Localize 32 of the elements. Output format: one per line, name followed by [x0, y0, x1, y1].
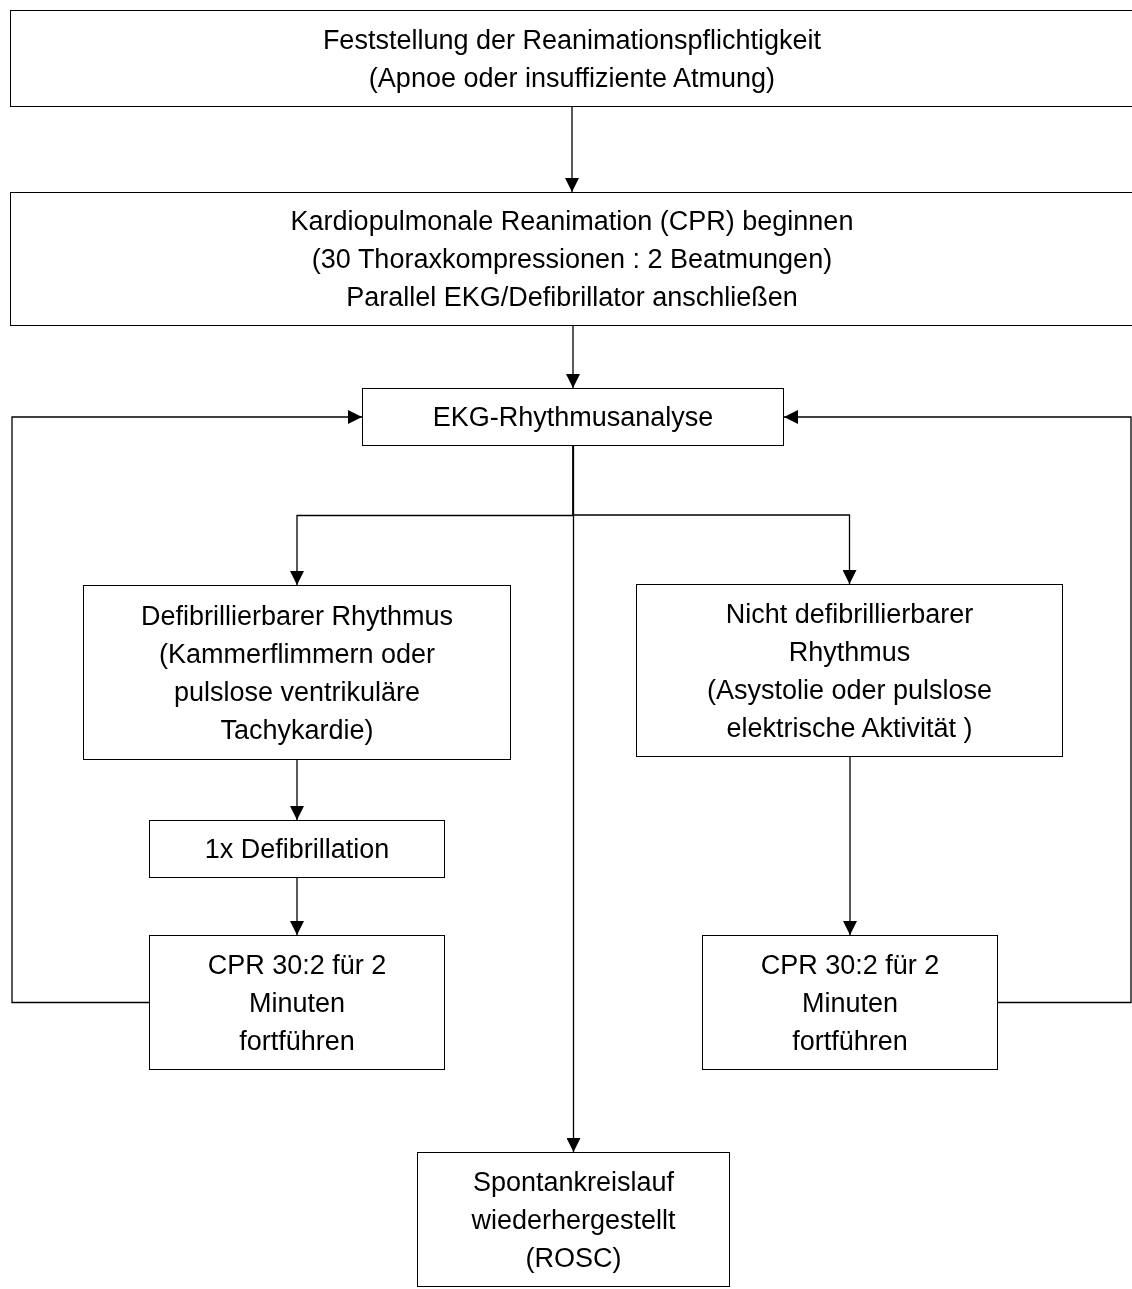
arrow [290, 877, 304, 936]
box-text: Kardiopulmonale Reanimation (CPR) beginnen [290, 205, 854, 238]
arrow [783, 410, 1132, 1004]
box-text: (Apnoe oder insuffiziente Atmung) [368, 61, 776, 95]
arrow [11, 410, 363, 1004]
box-text: (Asystolie oder pulslose elektrische Aktivität ) [705, 673, 994, 745]
box-text: EKG-Rhythmusanalyse [432, 401, 714, 434]
box-text: CPR 30:2 für 2 Minuten fortführen [759, 948, 941, 1058]
box-text: (Kammerflimmern oder pulslose ventrikuläre Tachykardie) [157, 637, 437, 747]
arrow [572, 445, 857, 585]
box-text: Feststellung der Reanimationspflichtigkeit [322, 23, 822, 57]
process-box [417, 1152, 730, 1287]
process-box [10, 192, 1132, 326]
process-box [83, 585, 511, 760]
box-text: Spontankreislauf wiederhergestellt (ROSC) [470, 1165, 677, 1275]
process-box [636, 584, 1063, 757]
process-box [10, 10, 1132, 107]
process-box [702, 935, 998, 1070]
process-box [149, 820, 445, 878]
box-text: Nicht defibrillierbarer Rhythmus [724, 597, 975, 669]
box-text: Defibrillierbarer Rhythmus [140, 599, 454, 633]
process-box [149, 935, 445, 1070]
arrow [290, 759, 304, 821]
arrow [843, 756, 857, 936]
box-text: CPR 30:2 für 2 Minuten fortführen [206, 948, 388, 1058]
box-text: 1x Defibrillation [204, 833, 390, 866]
arrow [565, 106, 579, 193]
box-text: Parallel EKG/Defibrillator anschließen [346, 281, 798, 314]
box-text: (30 Thoraxkompressionen : 2 Beatmungen) [311, 243, 833, 276]
arrow [566, 445, 581, 1153]
process-box [362, 388, 784, 446]
arrow [566, 325, 580, 389]
